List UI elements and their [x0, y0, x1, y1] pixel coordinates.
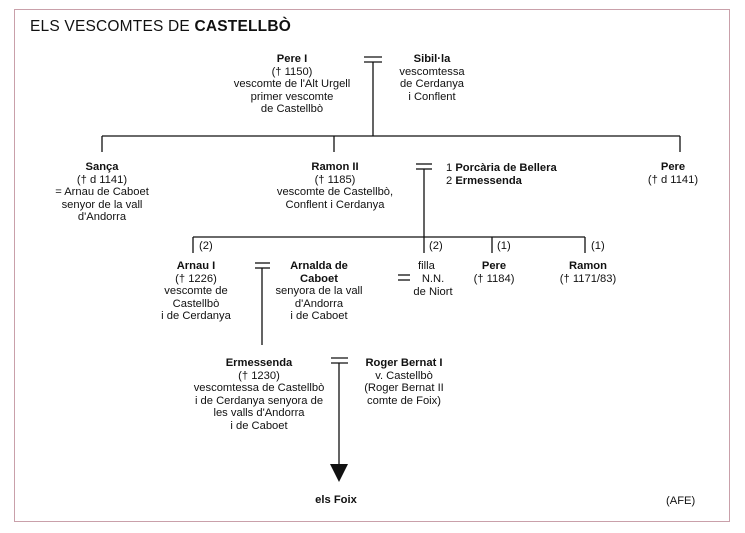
person-name: Sibil·la: [413, 53, 451, 65]
person-ermessenda: Ermessenda († 1230) vescomtessa de Caste…: [193, 357, 325, 432]
person-name: Sança: [85, 161, 119, 173]
person-nn-de-niort: N.N. de Niort: [413, 273, 453, 298]
chart-frame: [14, 9, 730, 522]
marker-filla: (2): [429, 240, 443, 252]
person-sibilla: Sibil·la vescomtessa de Cerdanya i Confl…: [399, 53, 465, 103]
person-pere-gen3: Pere († 1184): [473, 260, 515, 285]
marker-arnau: (2): [199, 240, 213, 252]
person-name: Roger Bernat I: [365, 357, 443, 369]
spouse-name: Ermessenda: [455, 174, 522, 187]
person-name: Ermessenda: [225, 357, 293, 369]
person-name: Ramon: [569, 260, 607, 272]
person-sanca: Sança († d 1141) = Arnau de Caboet senyo…: [55, 161, 149, 224]
person-arnalda: Arnalda de Caboet senyora de la vall d'A…: [275, 260, 363, 323]
arrow-down-icon: [330, 464, 348, 482]
person-name: Pere: [660, 161, 686, 173]
person-name: Pere I: [276, 53, 308, 65]
person-name: Ramon II: [311, 161, 359, 173]
person-pere-gen2: Pere († d 1141): [647, 161, 699, 186]
person-name: Pere: [481, 260, 507, 272]
person-ramon-ii: Ramon II († 1185) vescomte de Castellbò,…: [276, 161, 394, 211]
person-name: Arnalda de: [290, 260, 348, 272]
person-name: Arnau I: [176, 260, 216, 272]
person-arnau-i: Arnau I († 1226) vescomte de Castellbò i…: [161, 260, 231, 323]
person-dates: († 1150): [271, 65, 313, 78]
person-filla: filla: [418, 260, 435, 272]
chart-title: ELS VESCOMTES DE CASTELLBÒ: [30, 18, 292, 35]
person-pere-i: Pere I († 1150) vescomte de l'Alt Urgell…: [233, 53, 351, 116]
descendants-label: els Foix: [315, 494, 357, 506]
marker-pere-gen3: (1): [497, 240, 511, 252]
source-label: (AFE): [666, 495, 696, 507]
person-roger-bernat-i: Roger Bernat I v. Castellbò (Roger Berna…: [364, 357, 444, 407]
ramon-ii-spouses: 1 Porcària de Bellera 2 Ermessenda: [446, 162, 557, 187]
person-ramon-gen3: Ramon († 1171/83): [559, 260, 617, 285]
spouse-name: Porcària de Bellera: [455, 162, 557, 174]
marker-ramon-gen3: (1): [591, 240, 605, 252]
